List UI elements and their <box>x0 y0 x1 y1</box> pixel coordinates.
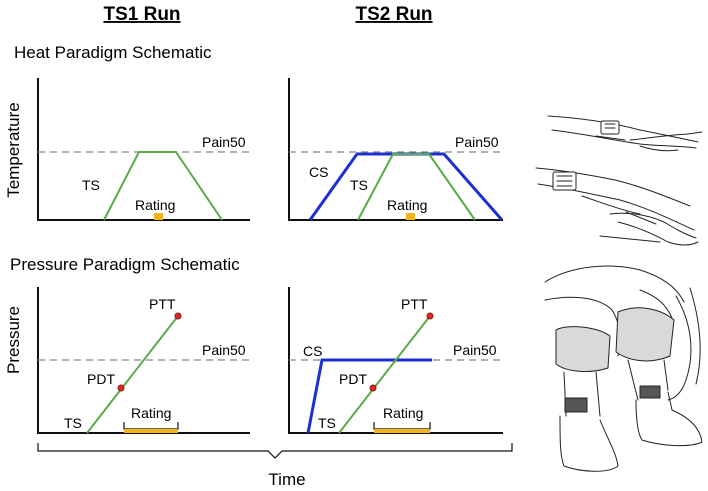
ts1-run-header: TS1 Run <box>103 4 180 25</box>
pressure-ts2-rating-bar <box>374 429 430 433</box>
pressure-ts2-panel: Pain50 CS PTT PDT TS Rating <box>288 287 503 434</box>
heat-ts1-rating-label: Rating <box>135 197 175 213</box>
pressure-ts1-ptt-marker <box>174 312 182 320</box>
pressure-ts2-pain50-label: Pain50 <box>453 342 497 358</box>
heat-ts1-panel: Pain50 TS Rating <box>37 78 250 221</box>
pressure-ts2-pdt-marker <box>369 384 377 392</box>
pressure-ts2-ts-label: TS <box>318 415 336 431</box>
heat-ts2-ts-label: TS <box>350 177 368 193</box>
pressure-ts2-rating-bracket <box>373 422 431 430</box>
forearm-heat-probe-illustration <box>547 115 703 152</box>
pressure-ts1-rating-bar <box>124 429 178 433</box>
pressure-axis-label: Pressure <box>4 306 23 374</box>
heat-ts1-pain50-label: Pain50 <box>202 134 246 150</box>
pressure-section-title: Pressure Paradigm Schematic <box>10 255 240 274</box>
time-brace <box>37 443 513 459</box>
pressure-ts2-cs-label: CS <box>303 343 322 359</box>
pressure-ts1-ts-curve <box>86 315 179 434</box>
pressure-ts2-ptt-marker <box>426 312 434 320</box>
pressure-ts1-axes <box>37 287 250 434</box>
time-axis-label: Time <box>268 470 305 489</box>
forearm-heat-probe-with-cold-hand-illustration <box>535 167 699 246</box>
heat-ts2-cs-label: CS <box>309 164 328 180</box>
ts2-run-header: TS2 Run <box>355 4 432 25</box>
pressure-ts1-panel: Pain50 PTT PDT TS Rating <box>37 287 250 434</box>
heat-ts1-ts-label: TS <box>82 177 100 193</box>
pressure-ts1-ptt-label: PTT <box>149 296 176 312</box>
heat-ts1-axes <box>37 78 250 221</box>
temperature-axis-label: Temperature <box>4 102 23 197</box>
pressure-ts1-rating-label: Rating <box>131 405 171 421</box>
pressure-ts1-rating-bracket <box>123 422 179 430</box>
pressure-ts2-axes <box>288 287 503 434</box>
heat-ts2-ts-curve <box>357 153 476 221</box>
pressure-ts2-rating-label: Rating <box>383 405 423 421</box>
heat-ts2-pain50-label: Pain50 <box>455 134 499 150</box>
pressure-ts2-ts-curve <box>338 315 431 434</box>
heat-ts1-ts-curve <box>103 151 223 221</box>
heat-ts1-rating-mark <box>154 213 163 220</box>
heat-section-title: Heat Paradigm Schematic <box>14 43 212 62</box>
pressure-ts2-ptt-label: PTT <box>401 296 428 312</box>
leg-pressure-cuffs-illustration <box>544 265 703 472</box>
pressure-ts1-pdt-label: PDT <box>87 371 115 387</box>
pressure-ts1-ts-label: TS <box>64 415 82 431</box>
pressure-ts1-pdt-marker <box>117 384 125 392</box>
heat-ts2-rating-label: Rating <box>387 197 427 213</box>
pressure-ts1-pain50-label: Pain50 <box>202 342 246 358</box>
heat-ts2-panel: Pain50 CS TS Rating <box>288 78 504 221</box>
pressure-ts2-pdt-label: PDT <box>339 371 367 387</box>
heat-ts2-axes <box>288 78 503 221</box>
heat-ts2-rating-mark <box>406 213 415 220</box>
